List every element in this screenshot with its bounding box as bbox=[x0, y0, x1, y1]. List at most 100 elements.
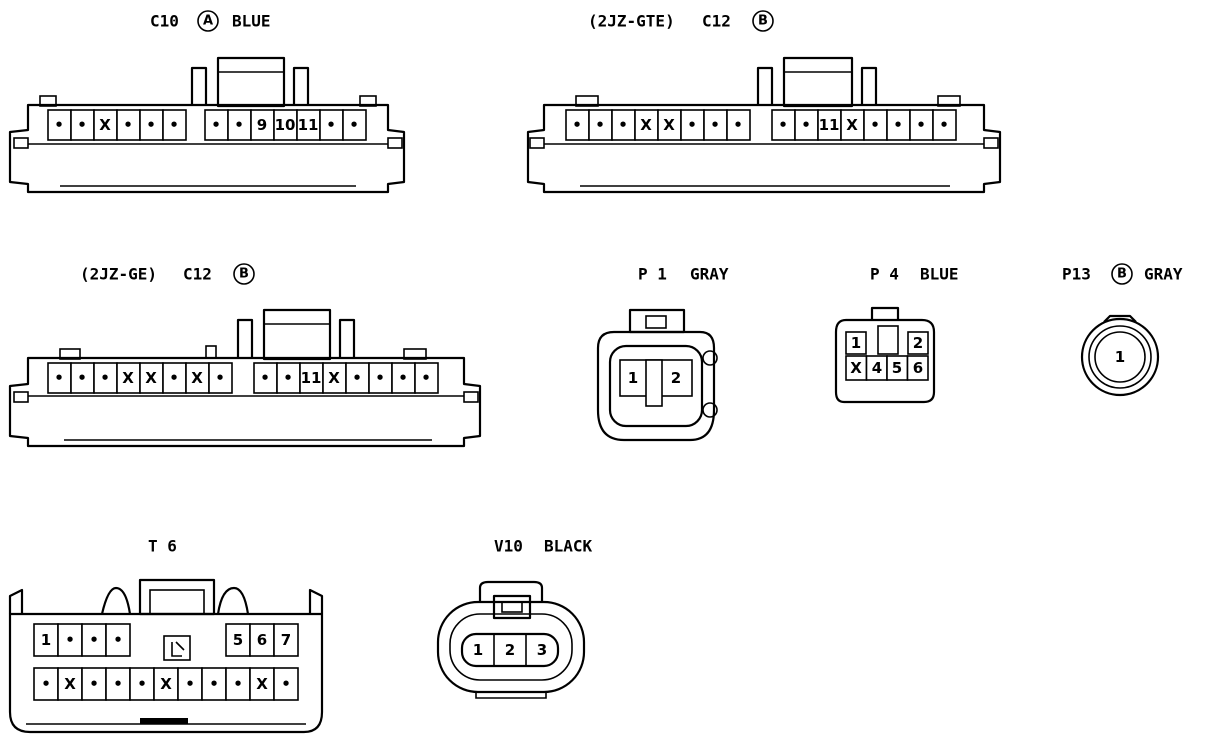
c10-pin: 9 bbox=[257, 116, 267, 134]
t6-housing bbox=[8, 612, 324, 734]
c10-housing bbox=[8, 103, 406, 194]
c12-ge-pin: X bbox=[145, 369, 157, 387]
c12-gte-pin: • bbox=[710, 116, 720, 134]
p4-housing bbox=[834, 318, 936, 404]
c12-ge-pin: • bbox=[100, 369, 110, 387]
v10-code: V10 bbox=[494, 537, 523, 556]
c12-ge-pin: • bbox=[77, 369, 87, 387]
c12-ge-pin: X bbox=[122, 369, 134, 387]
p4-key bbox=[877, 325, 899, 355]
t6-pin: • bbox=[137, 675, 147, 693]
c12-ge-housing bbox=[8, 356, 482, 448]
connector-c10: C10 A BLUE • • X • • • bbox=[8, 10, 406, 194]
v10-latch-window bbox=[501, 601, 523, 613]
p4-pin: 6 bbox=[913, 359, 923, 377]
p13-outer-ring bbox=[1080, 317, 1160, 397]
c12-gte-housing bbox=[526, 103, 1002, 194]
t6-pin: • bbox=[113, 631, 123, 649]
t6-pin: 6 bbox=[257, 631, 267, 649]
t6-guide-right bbox=[216, 586, 250, 615]
c12-gte-pin: • bbox=[778, 116, 788, 134]
c12-gte-lock bbox=[782, 56, 854, 108]
c12-gte-pin: 11 bbox=[819, 116, 840, 134]
t6-pin: X bbox=[256, 675, 268, 693]
connector-c12-gte: (2JZ-GTE) C12 B • • • X X • bbox=[526, 10, 1002, 194]
connector-p13: P13 B GRAY 1 bbox=[1062, 263, 1183, 397]
p13-variant-badge bbox=[1111, 263, 1133, 285]
p13-key bbox=[1103, 314, 1137, 323]
c12-gte-latch-post-right bbox=[860, 66, 878, 105]
c12-gte-pin-row-right: • • 11 X • • • • bbox=[771, 109, 957, 141]
c12-ge-latch-post-right bbox=[338, 318, 356, 358]
t6-guide-left bbox=[100, 586, 132, 615]
c10-tab-left bbox=[39, 95, 57, 107]
p4-color: BLUE bbox=[920, 265, 959, 284]
t6-center-key-mark bbox=[171, 641, 185, 657]
c12-ge-pin: • bbox=[169, 369, 179, 387]
c12-gte-pin: • bbox=[801, 116, 811, 134]
c10-tab-right bbox=[359, 95, 377, 107]
c12-gte-side-lug-left bbox=[529, 137, 545, 149]
c10-pin: 10 bbox=[275, 116, 296, 134]
c12-ge-tab-mid bbox=[205, 345, 217, 359]
p1-side-clip-top bbox=[702, 350, 718, 366]
v10-face bbox=[460, 632, 560, 668]
c10-pin: • bbox=[77, 116, 87, 134]
p4-latch bbox=[870, 306, 900, 320]
c12-gte-pin: • bbox=[893, 116, 903, 134]
c12-gte-pin: • bbox=[687, 116, 697, 134]
p4-pin: 5 bbox=[892, 359, 902, 377]
t6-pin: • bbox=[89, 675, 99, 693]
c10-pin: • bbox=[349, 116, 359, 134]
c12-gte-variant: B bbox=[758, 14, 768, 29]
c12-ge-pin-row-left: • • • X X • X • bbox=[47, 362, 233, 394]
v10-pin: 2 bbox=[505, 641, 515, 659]
p13-color: GRAY bbox=[1144, 265, 1183, 284]
c10-variant: A bbox=[203, 14, 213, 29]
c12-ge-pin: • bbox=[283, 369, 293, 387]
p1-color: GRAY bbox=[690, 265, 729, 284]
c12-gte-variant-badge bbox=[752, 10, 774, 32]
c12-ge-side-lug-left bbox=[13, 391, 29, 403]
c12-gte-side-lug-right bbox=[983, 137, 999, 149]
c12-ge-pin-row-right: • • 11 X • • • • bbox=[253, 362, 439, 394]
p1-pin: 1 bbox=[628, 369, 638, 387]
c12-ge-pin: X bbox=[191, 369, 203, 387]
t6-pin: 7 bbox=[281, 631, 291, 649]
c12-ge-lock bbox=[262, 308, 332, 361]
c12-gte-pin: X bbox=[640, 116, 652, 134]
c12-ge-variant-badge bbox=[233, 263, 255, 285]
c12-gte-prefix: (2JZ-GTE) bbox=[588, 12, 675, 31]
t6-pin: • bbox=[89, 631, 99, 649]
t6-pin: 5 bbox=[233, 631, 243, 649]
p4-pin: 4 bbox=[872, 359, 882, 377]
c12-ge-pin: 11 bbox=[301, 369, 322, 387]
p1-key bbox=[645, 359, 663, 407]
c12-gte-pin: • bbox=[939, 116, 949, 134]
c10-pin-row-left: • • X • • • bbox=[47, 109, 187, 141]
c12-gte-pin: X bbox=[846, 116, 858, 134]
c10-side-lug-right bbox=[387, 137, 403, 149]
t6-pin: • bbox=[65, 631, 75, 649]
t6-pin-row-top: 1 • • • 5 6 7 bbox=[33, 623, 299, 661]
c12-gte-pin: • bbox=[572, 116, 582, 134]
p4-pin: 2 bbox=[913, 334, 923, 352]
c12-ge-code: C12 bbox=[183, 265, 212, 284]
c12-gte-pin: X bbox=[663, 116, 675, 134]
c12-gte-tab-left bbox=[575, 95, 599, 107]
c10-side-lug-left bbox=[13, 137, 29, 149]
p1-housing bbox=[596, 330, 716, 442]
c10-pin: • bbox=[234, 116, 244, 134]
c12-ge-tab-left bbox=[59, 348, 81, 360]
t6-pin: • bbox=[281, 675, 291, 693]
c12-ge-tab-right bbox=[403, 348, 427, 360]
t6-pin: • bbox=[209, 675, 219, 693]
v10-bottom-lip bbox=[475, 692, 547, 699]
connector-v10: V10 BLACK 1 2 3 bbox=[436, 537, 593, 699]
c10-pin: • bbox=[169, 116, 179, 134]
c12-ge-variant: B bbox=[239, 267, 249, 282]
v10-inner-shell bbox=[449, 613, 573, 681]
c12-gte-pin: • bbox=[595, 116, 605, 134]
t6-pin: • bbox=[233, 675, 243, 693]
c10-lock bbox=[216, 56, 286, 108]
